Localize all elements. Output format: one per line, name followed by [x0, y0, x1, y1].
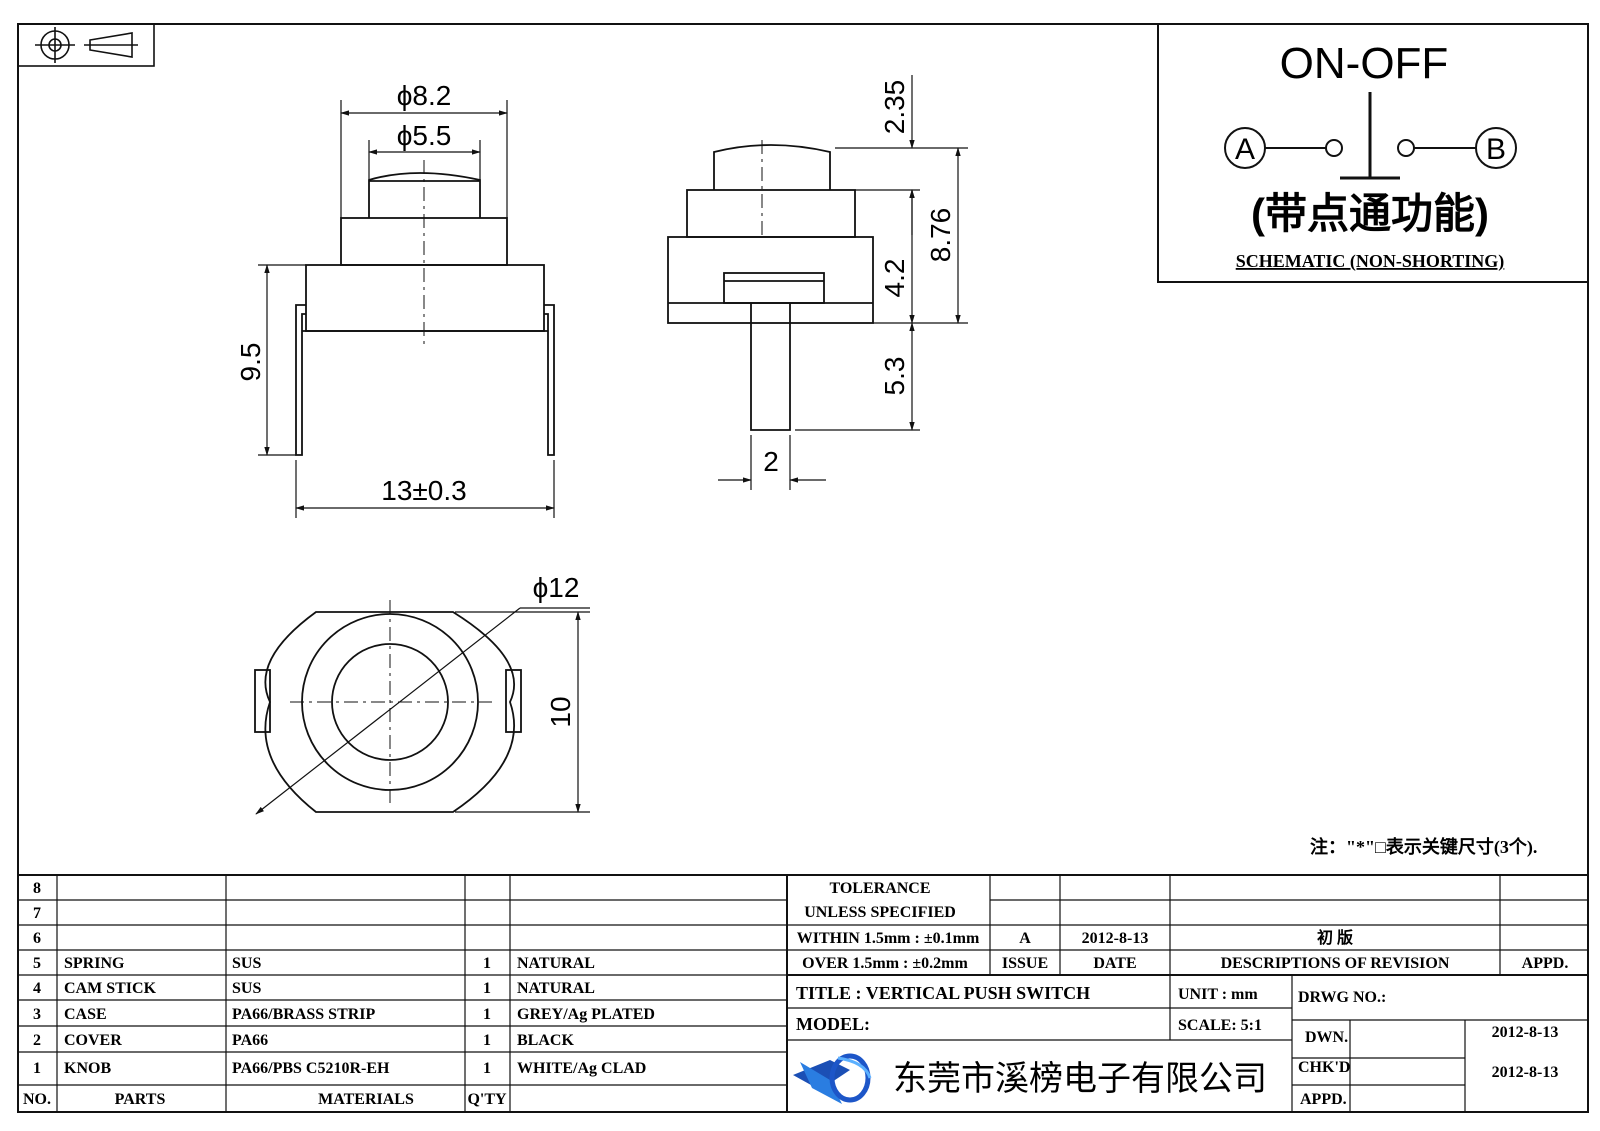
- table-row-material: PA66/BRASS STRIP: [232, 1006, 376, 1023]
- table-row-finish: GREY/Ag PLATED: [517, 1006, 655, 1023]
- tolerance-line-4: OVER 1.5mm : ±0.2mm: [802, 955, 968, 972]
- knob-cap: [368, 172, 481, 218]
- dim-inner-diameter: ϕ5.5: [397, 120, 452, 151]
- header-qty: Q'TY: [467, 1091, 507, 1108]
- side-case: [667, 236, 874, 324]
- third-angle-projection-icon: [17, 23, 155, 67]
- dim-side-stem: 5.3: [879, 357, 910, 396]
- terminal-left: [295, 304, 306, 456]
- front-view-dimensions: [258, 100, 555, 518]
- drawing-number: DRWG NO.:: [1298, 989, 1386, 1006]
- parts-table-text: 8 7 6 5 SPRING SUS 1 NATURAL 4 CAM STICK…: [23, 880, 655, 1108]
- header-appd: APPD.: [1522, 955, 1569, 972]
- side-slot: [723, 272, 825, 304]
- revision-date: 2012-8-13: [1082, 930, 1149, 947]
- table-row-no: 6: [33, 930, 41, 947]
- header-issue: ISSUE: [1002, 955, 1048, 972]
- case-body: [305, 264, 545, 332]
- table-row-material: PA66/PBS C5210R-EH: [232, 1060, 390, 1077]
- schematic-title: ON-OFF: [1280, 39, 1449, 88]
- revision-description: 初 版: [1317, 928, 1353, 947]
- side-knob: [713, 144, 831, 190]
- header-parts: PARTS: [115, 1091, 166, 1108]
- top-terminal-left: [254, 669, 271, 733]
- top-terminal-right: [505, 669, 522, 733]
- dim-top-diameter: ϕ12: [533, 572, 580, 603]
- tolerance-line-1: TOLERANCE: [829, 880, 930, 897]
- table-row-no: 1: [33, 1060, 41, 1077]
- tolerance-line-3: WITHIN 1.5mm : ±0.1mm: [797, 930, 980, 947]
- dim-side-top: 2.35: [879, 80, 910, 135]
- schematic-note-cn: (带点通功能): [1251, 190, 1489, 237]
- unit: UNIT : mm: [1178, 986, 1258, 1003]
- table-row-no: 8: [33, 880, 41, 897]
- header-materials: MATERIALS: [318, 1091, 414, 1108]
- table-row-no: 5: [33, 955, 41, 972]
- dim-stem-width: 2: [763, 446, 779, 477]
- table-row-qty: 1: [483, 1032, 491, 1049]
- dim-front-height: 9.5: [235, 343, 266, 382]
- header-description: DESCRIPTIONS OF REVISION: [1221, 955, 1450, 972]
- company-name: 东莞市溪榜电子有限公司: [893, 1060, 1267, 1098]
- drawing-title: TITLE : VERTICAL PUSH SWITCH: [796, 983, 1090, 1003]
- title-block-text: TOLERANCE UNLESS SPECIFIED WITHIN 1.5mm …: [796, 880, 1568, 1108]
- title-block: [787, 875, 1588, 1112]
- scale: SCALE: 5:1: [1178, 1017, 1262, 1034]
- revision-issue: A: [1019, 930, 1031, 947]
- table-row-part: CAM STICK: [64, 980, 157, 997]
- side-stem: [750, 303, 791, 431]
- front-view: [295, 160, 555, 456]
- dim-outer-diameter: ϕ8.2: [397, 80, 452, 111]
- dim-front-width: 13±0.3: [381, 475, 466, 506]
- schematic-caption: SCHEMATIC (NON-SHORTING): [1236, 251, 1505, 272]
- model: MODEL:: [796, 1014, 870, 1034]
- table-row-material: PA66: [232, 1032, 268, 1049]
- tolerance-line-2: UNLESS SPECIFIED: [804, 904, 956, 921]
- top-view: [254, 600, 522, 813]
- table-row-no: 4: [33, 980, 41, 997]
- drawn-label: DWN.: [1305, 1029, 1348, 1046]
- terminal-right: [544, 304, 555, 456]
- table-row-part: COVER: [64, 1032, 122, 1049]
- side-view-dimensions: [718, 75, 968, 490]
- table-row-no: 2: [33, 1032, 41, 1049]
- dim-side-body: 4.2: [879, 259, 910, 298]
- table-row-finish: WHITE/Ag CLAD: [517, 1060, 646, 1077]
- dim-top-width: 10: [545, 696, 576, 727]
- table-row-no: 7: [33, 905, 41, 922]
- table-row-qty: 1: [483, 955, 491, 972]
- table-row-finish: NATURAL: [517, 980, 595, 997]
- approved-label: APPD.: [1300, 1091, 1347, 1108]
- parts-table: [18, 874, 1588, 1112]
- header-no: NO.: [23, 1091, 51, 1108]
- terminal-a-label: A: [1235, 133, 1255, 166]
- table-row-part: KNOB: [64, 1060, 111, 1077]
- table-row-qty: 1: [483, 1060, 491, 1077]
- table-row-no: 3: [33, 1006, 41, 1023]
- table-row-part: SPRING: [64, 955, 125, 972]
- side-view: [667, 140, 874, 431]
- table-row-part: CASE: [64, 1006, 107, 1023]
- top-knob: [331, 643, 449, 761]
- table-row-material: SUS: [232, 980, 261, 997]
- xb-company-logo-icon: [793, 1053, 872, 1104]
- checked-date: 2012-8-13: [1492, 1064, 1559, 1081]
- dim-side-total: 8.76: [925, 208, 956, 263]
- header-date: DATE: [1093, 955, 1136, 972]
- side-cover: [686, 189, 856, 238]
- table-row-qty: 1: [483, 1006, 491, 1023]
- sheet-border: [17, 23, 1589, 1113]
- table-row-material: SUS: [232, 955, 261, 972]
- table-row-finish: BLACK: [517, 1032, 574, 1049]
- schematic-panel: ON-OFF A B (带点通功能) SCHEMATIC (NON-SHORTI…: [1157, 23, 1589, 283]
- terminal-b-label: B: [1486, 133, 1506, 166]
- checked-label: CHK'D: [1298, 1059, 1350, 1076]
- drawn-date: 2012-8-13: [1492, 1024, 1559, 1041]
- top-view-dimensions: [255, 607, 590, 815]
- critical-dimension-note: 注："*"□表示关键尺寸(3个).: [1310, 836, 1537, 858]
- table-row-qty: 1: [483, 980, 491, 997]
- table-row-finish: NATURAL: [517, 955, 595, 972]
